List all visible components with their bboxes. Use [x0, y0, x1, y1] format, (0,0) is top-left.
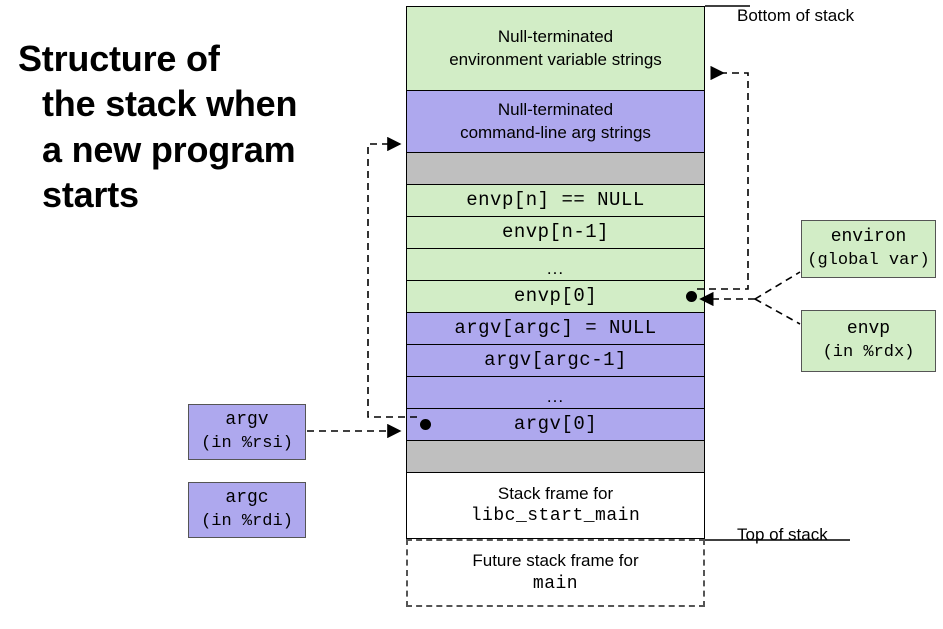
bottom-of-stack-label: Bottom of stack	[737, 6, 855, 25]
title-line-4: starts	[42, 174, 139, 216]
stack-segment-argv-ellipsis: ...	[406, 376, 705, 408]
segment-line-2: environment variable strings	[449, 49, 662, 69]
stack-segment-arg-strings: Null-terminated command-line arg strings	[406, 90, 705, 152]
label-box-argv: argv (in %rsi)	[188, 404, 306, 460]
box-line-2: (in %rsi)	[201, 433, 293, 453]
stack-diagram: Null-terminated environment variable str…	[406, 6, 705, 607]
stack-segment-argv-null: argv[argc] = NULL	[406, 312, 705, 344]
envp-pointer-dot	[686, 291, 697, 302]
stack-segment-argv-0: argv[0]	[406, 408, 705, 440]
box-line-1: argv	[225, 410, 269, 431]
box-line-2: (in %rdi)	[201, 511, 293, 531]
stack-segment-future-main-frame: Future stack frame for main	[406, 539, 705, 607]
segment-line-1: Stack frame for	[497, 483, 614, 503]
page-title: Structure of the stack when a new progra…	[18, 36, 368, 217]
box-line-1: envp	[846, 319, 891, 340]
segment-line-1: Null-terminated	[497, 100, 614, 120]
box-line-1: environ	[830, 227, 907, 248]
connector-envp-leader	[754, 298, 801, 325]
label-box-envp: envp (in %rdx)	[801, 310, 936, 372]
stack-segment-gap-upper	[406, 152, 705, 184]
stack-segment-envp-null: envp[n] == NULL	[406, 184, 705, 216]
stack-segment-argv-argc-1: argv[argc-1]	[406, 344, 705, 376]
argv-pointer-dot	[420, 419, 431, 430]
box-line-1: argc	[225, 488, 269, 509]
stack-segment-libc-start-main-frame: Stack frame for libc_start_main	[406, 472, 705, 539]
box-line-2: (in %rdx)	[822, 342, 915, 362]
connector-environ-leader	[754, 271, 801, 300]
title-line-3: a new program	[42, 128, 296, 170]
label-box-argc: argc (in %rdi)	[188, 482, 306, 538]
top-of-stack-label: Top of stack	[737, 525, 828, 544]
stack-segment-envp-n-1: envp[n-1]	[406, 216, 705, 248]
segment-line-1: envp[n-1]	[501, 221, 610, 244]
label-box-environ: environ (global var)	[801, 220, 936, 278]
stack-segment-gap-lower	[406, 440, 705, 472]
stack-segment-envp-0: envp[0]	[406, 280, 705, 312]
segment-line-1: envp[0]	[513, 285, 598, 308]
segment-line-1: argv[argc-1]	[484, 349, 627, 372]
segment-line-1: argv[0]	[513, 413, 598, 436]
box-line-2: (global var)	[807, 250, 930, 270]
segment-line-1: ...	[546, 258, 565, 278]
title-line-1: Structure of	[18, 38, 220, 79]
segment-line-1: Future stack frame for	[472, 551, 639, 571]
title-line-2: the stack when	[42, 83, 298, 125]
stack-segment-envp-ellipsis: ...	[406, 248, 705, 280]
segment-line-2: libc_start_main	[470, 506, 641, 527]
stack-segment-env-strings: Null-terminated environment variable str…	[406, 6, 705, 90]
segment-line-1: argv[argc] = NULL	[454, 317, 657, 340]
segment-line-1: envp[n] == NULL	[466, 189, 645, 212]
segment-line-2: command-line arg strings	[460, 122, 651, 142]
segment-line-1: Null-terminated	[497, 27, 614, 47]
segment-line-1: ...	[546, 386, 565, 406]
segment-line-2: main	[532, 573, 579, 594]
